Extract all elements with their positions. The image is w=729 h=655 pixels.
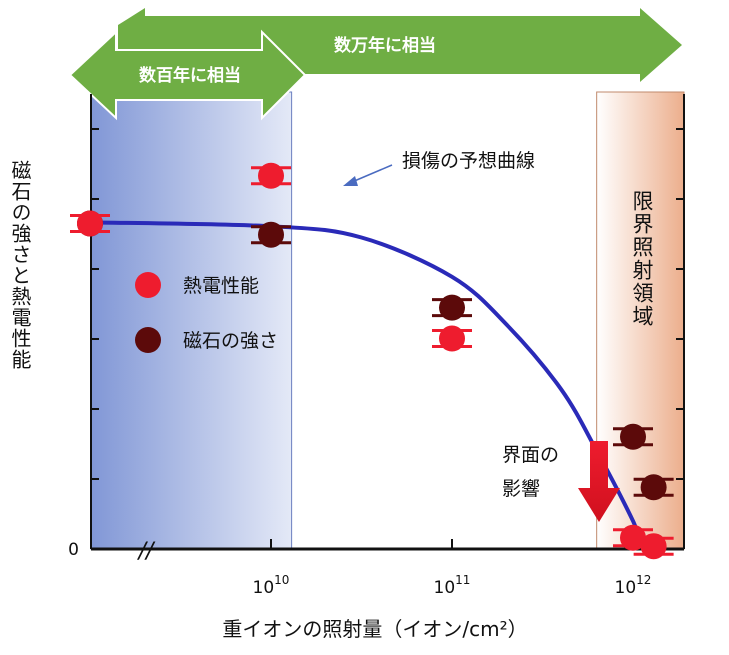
x-tick-mantissa: 10 <box>434 578 456 598</box>
x-tick-label: 1012 <box>615 573 652 598</box>
x-tick-exponent: 12 <box>636 573 651 587</box>
region-limit-label: 限界照射領域 <box>630 190 654 328</box>
down-arrow-icon <box>578 441 620 522</box>
y-axis-label: 磁石の強さと熱電性能 <box>8 160 32 370</box>
y-ticks <box>91 94 685 549</box>
duration-banners: 数万年に相当 数百年に相当 <box>68 8 682 121</box>
banner-short-label: 数百年に相当 <box>139 65 241 86</box>
axis-break-mark: // <box>137 539 156 564</box>
magnet-strength-point <box>432 294 472 321</box>
x-tick-mantissa: 10 <box>615 578 637 598</box>
magnet-strength-point <box>613 423 653 450</box>
thermoelectric-point-marker <box>640 533 667 560</box>
x-tick-label: 1011 <box>434 573 471 598</box>
thermoelectric-point <box>432 325 472 352</box>
curve-annotation-pointer <box>351 164 393 183</box>
legend-label: 熱電性能 <box>183 275 259 297</box>
legend-label: 磁石の強さ <box>183 330 278 352</box>
x-axis-label: 重イオンの照射量（イオン/cm²） <box>222 617 527 641</box>
thermoelectric-point-marker <box>439 325 465 352</box>
banner-long-label: 数万年に相当 <box>334 35 436 56</box>
thermoelectric-point <box>70 210 110 237</box>
interface-annotation-line-2: 影響 <box>502 478 540 500</box>
magnet-strength-point-marker <box>258 221 284 248</box>
region-left <box>90 91 293 550</box>
thermoelectric-point-marker <box>620 524 646 551</box>
thermoelectric-point <box>613 524 653 551</box>
x-tick-exponent: 10 <box>274 573 289 587</box>
legend-marker <box>135 327 161 353</box>
magnet-strength-point <box>633 474 674 501</box>
magnet-strength-point-marker <box>439 294 465 321</box>
x-tick-label: 1010 <box>253 573 290 598</box>
magnet-strength-point-marker <box>620 423 646 450</box>
x-tick-exponent: 11 <box>455 573 470 587</box>
interface-annotation: 界面の 影響 <box>502 441 620 522</box>
region-limit <box>596 91 685 550</box>
magnet-strength-point-marker <box>640 474 667 501</box>
thermoelectric-point <box>633 533 674 560</box>
legend-marker <box>135 272 161 298</box>
banner-short <box>68 29 307 121</box>
thermoelectric-point-marker <box>77 210 103 237</box>
curve-annotation-label: 損傷の予想曲線 <box>402 150 535 172</box>
magnet-strength-point <box>251 221 291 248</box>
data-points <box>70 162 674 560</box>
curve-annotation: 損傷の予想曲線 <box>343 150 535 186</box>
thermoelectric-point <box>251 162 291 189</box>
y-zero-label: 0 <box>68 540 79 560</box>
curve-annotation-arrowhead <box>343 176 358 186</box>
x-tick-mantissa: 10 <box>253 578 275 598</box>
interface-annotation-line-1: 界面の <box>502 444 559 466</box>
thermoelectric-point-marker <box>258 162 284 189</box>
